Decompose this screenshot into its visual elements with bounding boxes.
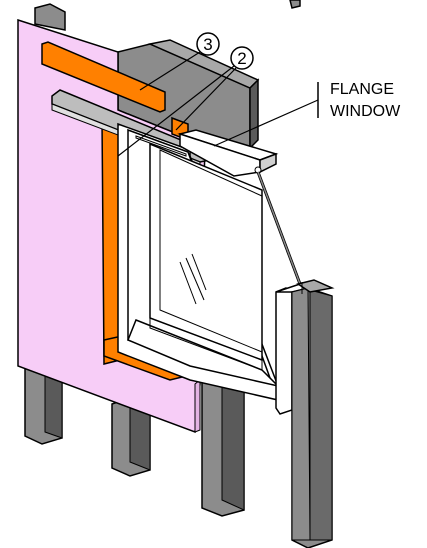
callout-2-circle [230, 46, 254, 70]
right-jamb-stud-top [296, 279, 335, 293]
header-block-side [249, 78, 259, 150]
callout-2-number: 2 [237, 49, 246, 68]
flange-cord [256, 171, 302, 285]
flange-label: FLANGE [330, 81, 394, 98]
right-jamb-assembly [275, 279, 335, 548]
side-flange [275, 287, 293, 415]
right-jamb-stud-front [291, 287, 311, 541]
callout-3-number: 3 [203, 35, 212, 54]
stud-top-left [34, 3, 66, 31]
stud-lower-right-side [221, 373, 245, 511]
sheathing-edge [194, 378, 201, 433]
glass-reflection-1 [179, 261, 197, 305]
flange-label-leader [213, 99, 319, 147]
window-top-rail [135, 135, 187, 157]
window-unit [117, 122, 281, 401]
flange-front-face [179, 132, 261, 177]
callout-2-leader-1 [175, 67, 237, 131]
glass-reflection-3 [191, 253, 207, 291]
framing-studs [24, 0, 301, 517]
head-flange [177, 129, 279, 177]
stud-top-right [289, 0, 301, 9]
callout-2-leader-2 [117, 65, 235, 157]
callouts: 3 2 FLANGE WINDOW [117, 32, 401, 157]
callout-3-circle [196, 32, 220, 56]
cord-fill [257, 171, 301, 285]
window-glass-inner [159, 149, 263, 353]
glass-reflection-2 [185, 257, 205, 301]
right-jamb-stud-side [309, 289, 333, 541]
head-flashing-tape [41, 41, 166, 113]
window-bottom-rail [149, 317, 263, 371]
window-label: WINDOW [330, 103, 401, 120]
callout-3-leader [139, 51, 201, 91]
